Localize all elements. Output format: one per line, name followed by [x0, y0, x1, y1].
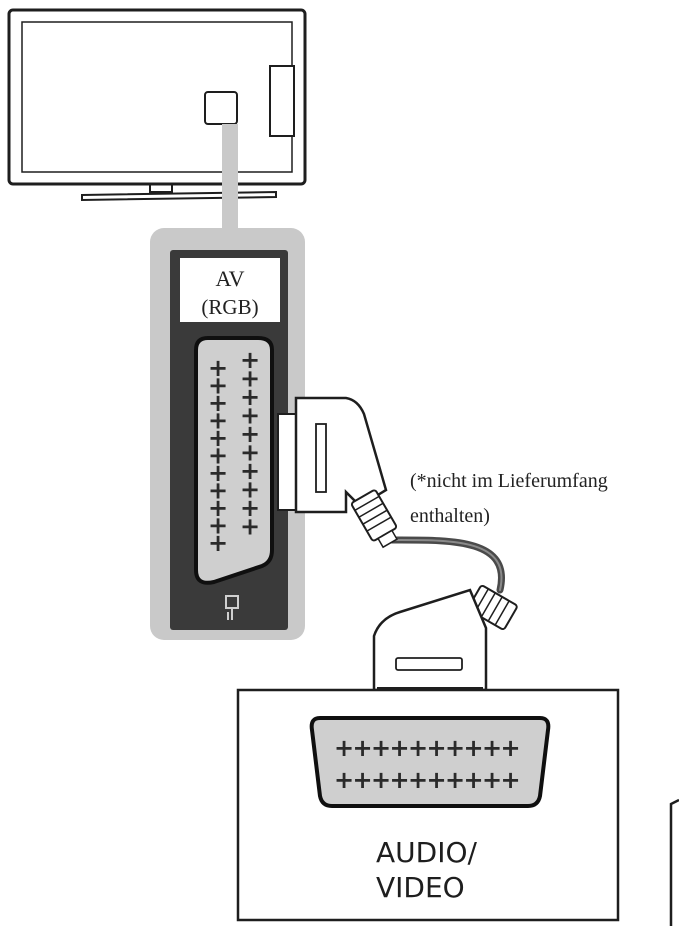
socket-pin: + — [482, 766, 502, 794]
socket-pin: + — [408, 734, 428, 762]
socket-pin: + — [426, 766, 446, 794]
socket-pin: + — [463, 766, 483, 794]
socket-pin: + — [445, 734, 465, 762]
ground-symbol — [225, 595, 239, 620]
tv-socket-pins: +++++++++++++++++++++ — [208, 346, 260, 557]
tv-stand — [149, 184, 173, 193]
socket-pin: + — [334, 766, 354, 794]
plug-tv-strain-relief — [350, 489, 398, 549]
socket-pin: + — [208, 477, 228, 505]
port-label-rgb: (RGB) — [201, 295, 258, 319]
socket-pin: + — [334, 734, 354, 762]
tv-scart-socket — [194, 336, 274, 585]
tv-side-panel — [269, 65, 295, 137]
socket-pin: + — [208, 424, 228, 452]
socket-pin: + — [240, 439, 260, 467]
socket-pin: + — [445, 766, 465, 794]
socket-pin: + — [240, 494, 260, 522]
tv-port-panel: AV (RGB) +++++++++++++++++++++ — [150, 228, 305, 640]
cable-note-line2: enthalten) — [410, 505, 490, 527]
tv-stand-base — [81, 190, 277, 202]
av-device: ++++++++++++++++++++ AUDIO/ VIDEO — [236, 688, 620, 922]
scart-cable-highlight — [391, 538, 503, 591]
socket-pin: + — [463, 734, 483, 762]
socket-pin: + — [500, 766, 520, 794]
port-label-box — [180, 258, 280, 322]
socket-pin: + — [240, 365, 260, 393]
plug-tv-slot — [315, 423, 327, 493]
socket-pin: + — [500, 734, 520, 762]
socket-pin: + — [240, 383, 260, 411]
socket-pin: + — [208, 494, 228, 522]
tv-frame — [7, 8, 307, 186]
device-socket-pins: ++++++++++++++++++++ — [334, 734, 521, 794]
socket-pin: + — [352, 734, 372, 762]
socket-pin: + — [240, 346, 260, 374]
socket-pin: + — [352, 766, 372, 794]
port-label-av: AV — [216, 266, 245, 291]
socket-pin: + — [208, 389, 228, 417]
socket-pin: + — [208, 407, 228, 435]
socket-pin: + — [208, 512, 228, 540]
socket-pin: + — [240, 513, 260, 541]
plug-device-slot — [395, 657, 463, 671]
socket-pin: + — [208, 529, 228, 557]
socket-pin: + — [371, 734, 391, 762]
socket-pin: + — [208, 372, 228, 400]
scart-plug-device — [372, 584, 518, 701]
television — [7, 8, 307, 202]
device-scart-socket — [309, 716, 551, 808]
tv-scart-port-outline — [204, 91, 238, 125]
socket-pin: + — [208, 459, 228, 487]
device-label-audio: AUDIO/ — [376, 836, 478, 869]
partial-edge-object — [669, 798, 679, 926]
cable-note-line1: (*nicht im Lieferumfang — [410, 470, 608, 492]
plug-device-body — [372, 588, 488, 692]
scart-plug-tv — [277, 396, 398, 549]
socket-pin: + — [240, 457, 260, 485]
socket-pin: + — [482, 734, 502, 762]
socket-pin: + — [371, 766, 391, 794]
socket-pin: + — [240, 402, 260, 430]
socket-pin: + — [208, 354, 228, 382]
socket-pin: + — [240, 476, 260, 504]
socket-pin: + — [389, 734, 409, 762]
scart-cable — [388, 536, 505, 594]
socket-pin: + — [408, 766, 428, 794]
socket-pin: + — [426, 734, 446, 762]
zoom-callout — [222, 124, 238, 240]
socket-pin: + — [389, 766, 409, 794]
socket-pin: + — [208, 442, 228, 470]
plug-device-strain-relief — [467, 584, 518, 631]
socket-pin: + — [240, 420, 260, 448]
device-label-video: VIDEO — [376, 871, 465, 904]
